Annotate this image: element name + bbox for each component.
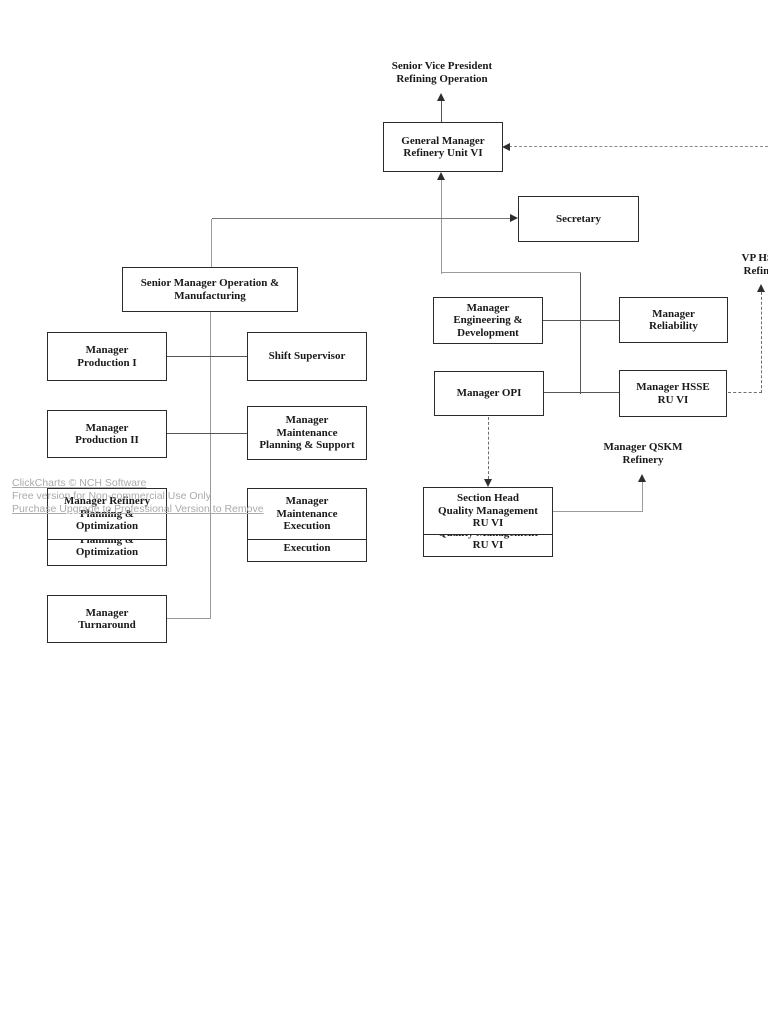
connector-elbow-to-smom	[211, 219, 213, 267]
node-general-manager-refinery-unit-vi: General Manager Refinery Unit VI	[383, 122, 503, 172]
connector-row-production1-shift	[167, 355, 247, 357]
node-manager-refinery-planning-optimization: Manager Refinery Planning & Optimization	[47, 488, 167, 540]
node-manager-engineering-development: Manager Engineering & Development	[433, 297, 543, 344]
connector-gm-to-svp	[441, 101, 443, 122]
node-manager-maintenance-planning-support: Manager Maintenance Planning & Support	[247, 406, 367, 460]
arrowhead-to-svp	[437, 93, 445, 101]
connector-branch-to-gm	[441, 179, 443, 274]
clickcharts-watermark: ClickCharts © NCH Software Free version …	[12, 477, 264, 516]
node-manager-hsse-ru-vi: Manager HSSE RU VI	[619, 370, 727, 417]
connector-engineering-reliability	[543, 319, 619, 321]
node-senior-manager-operation-manufacturing: Senior Manager Operation & Manufacturing	[122, 267, 298, 312]
connector-row-mrpo-mme	[167, 513, 247, 514]
node-manager-reliability: Manager Reliability	[619, 297, 728, 343]
arrowhead-to-shqm	[483, 479, 492, 487]
node-manager-maintenance-execution: Manager Maintenance Execution	[247, 488, 367, 540]
node-vp-hsse-refinery: VP HSSE Refinery	[741, 252, 768, 277]
node-shift-supervisor: Shift Supervisor	[247, 332, 367, 381]
connector-left-spine	[210, 312, 212, 619]
arrowhead-to-gm	[437, 171, 445, 180]
node-manager-turnaround: Manager Turnaround	[47, 595, 167, 643]
node-senior-vice-president: Senior Vice President Refining Operation	[391, 60, 493, 85]
connector-right-spine	[580, 272, 581, 394]
watermark-line-3: Purchase Upgrade to Professional Version…	[12, 503, 264, 515]
connector-shqm-to-qskm-vertical	[642, 481, 644, 512]
dashed-connector-opi-to-shqm	[487, 417, 489, 479]
node-manager-qskm-refinery: Manager QSKM Refinery	[603, 441, 683, 466]
connector-branch-horizontal	[442, 272, 581, 273]
arrowhead-to-vp-hsse	[757, 284, 765, 292]
node-manager-opi: Manager OPI	[434, 371, 544, 416]
connector-shqm-to-qskm-horizontal	[553, 511, 643, 512]
dashed-connector-to-gm-from-right	[509, 146, 768, 147]
node-manager-production-2: Manager Production II	[47, 410, 167, 458]
watermark-line-1: ClickCharts © NCH Software	[12, 477, 147, 489]
node-secretary: Secretary	[518, 196, 639, 242]
connector-opi-hsse	[544, 392, 619, 393]
arrowhead-dashed-to-gm	[502, 142, 510, 151]
arrowhead-to-qskm	[638, 473, 646, 482]
connector-to-secretary	[212, 218, 512, 219]
dashed-connector-hsse-horizontal	[728, 392, 762, 393]
dashed-connector-hsse-vertical	[761, 292, 763, 393]
arrowhead-to-secretary	[510, 213, 518, 222]
watermark-line-2: Free version for Non-commercial Use Only	[12, 490, 211, 502]
node-manager-production-1: Manager Production I	[47, 332, 167, 381]
node-section-head-quality-management: Section Head Quality Management RU VI	[423, 487, 553, 535]
connector-row-production2-mmps	[167, 432, 247, 434]
connector-elbow-turnaround	[167, 618, 211, 619]
